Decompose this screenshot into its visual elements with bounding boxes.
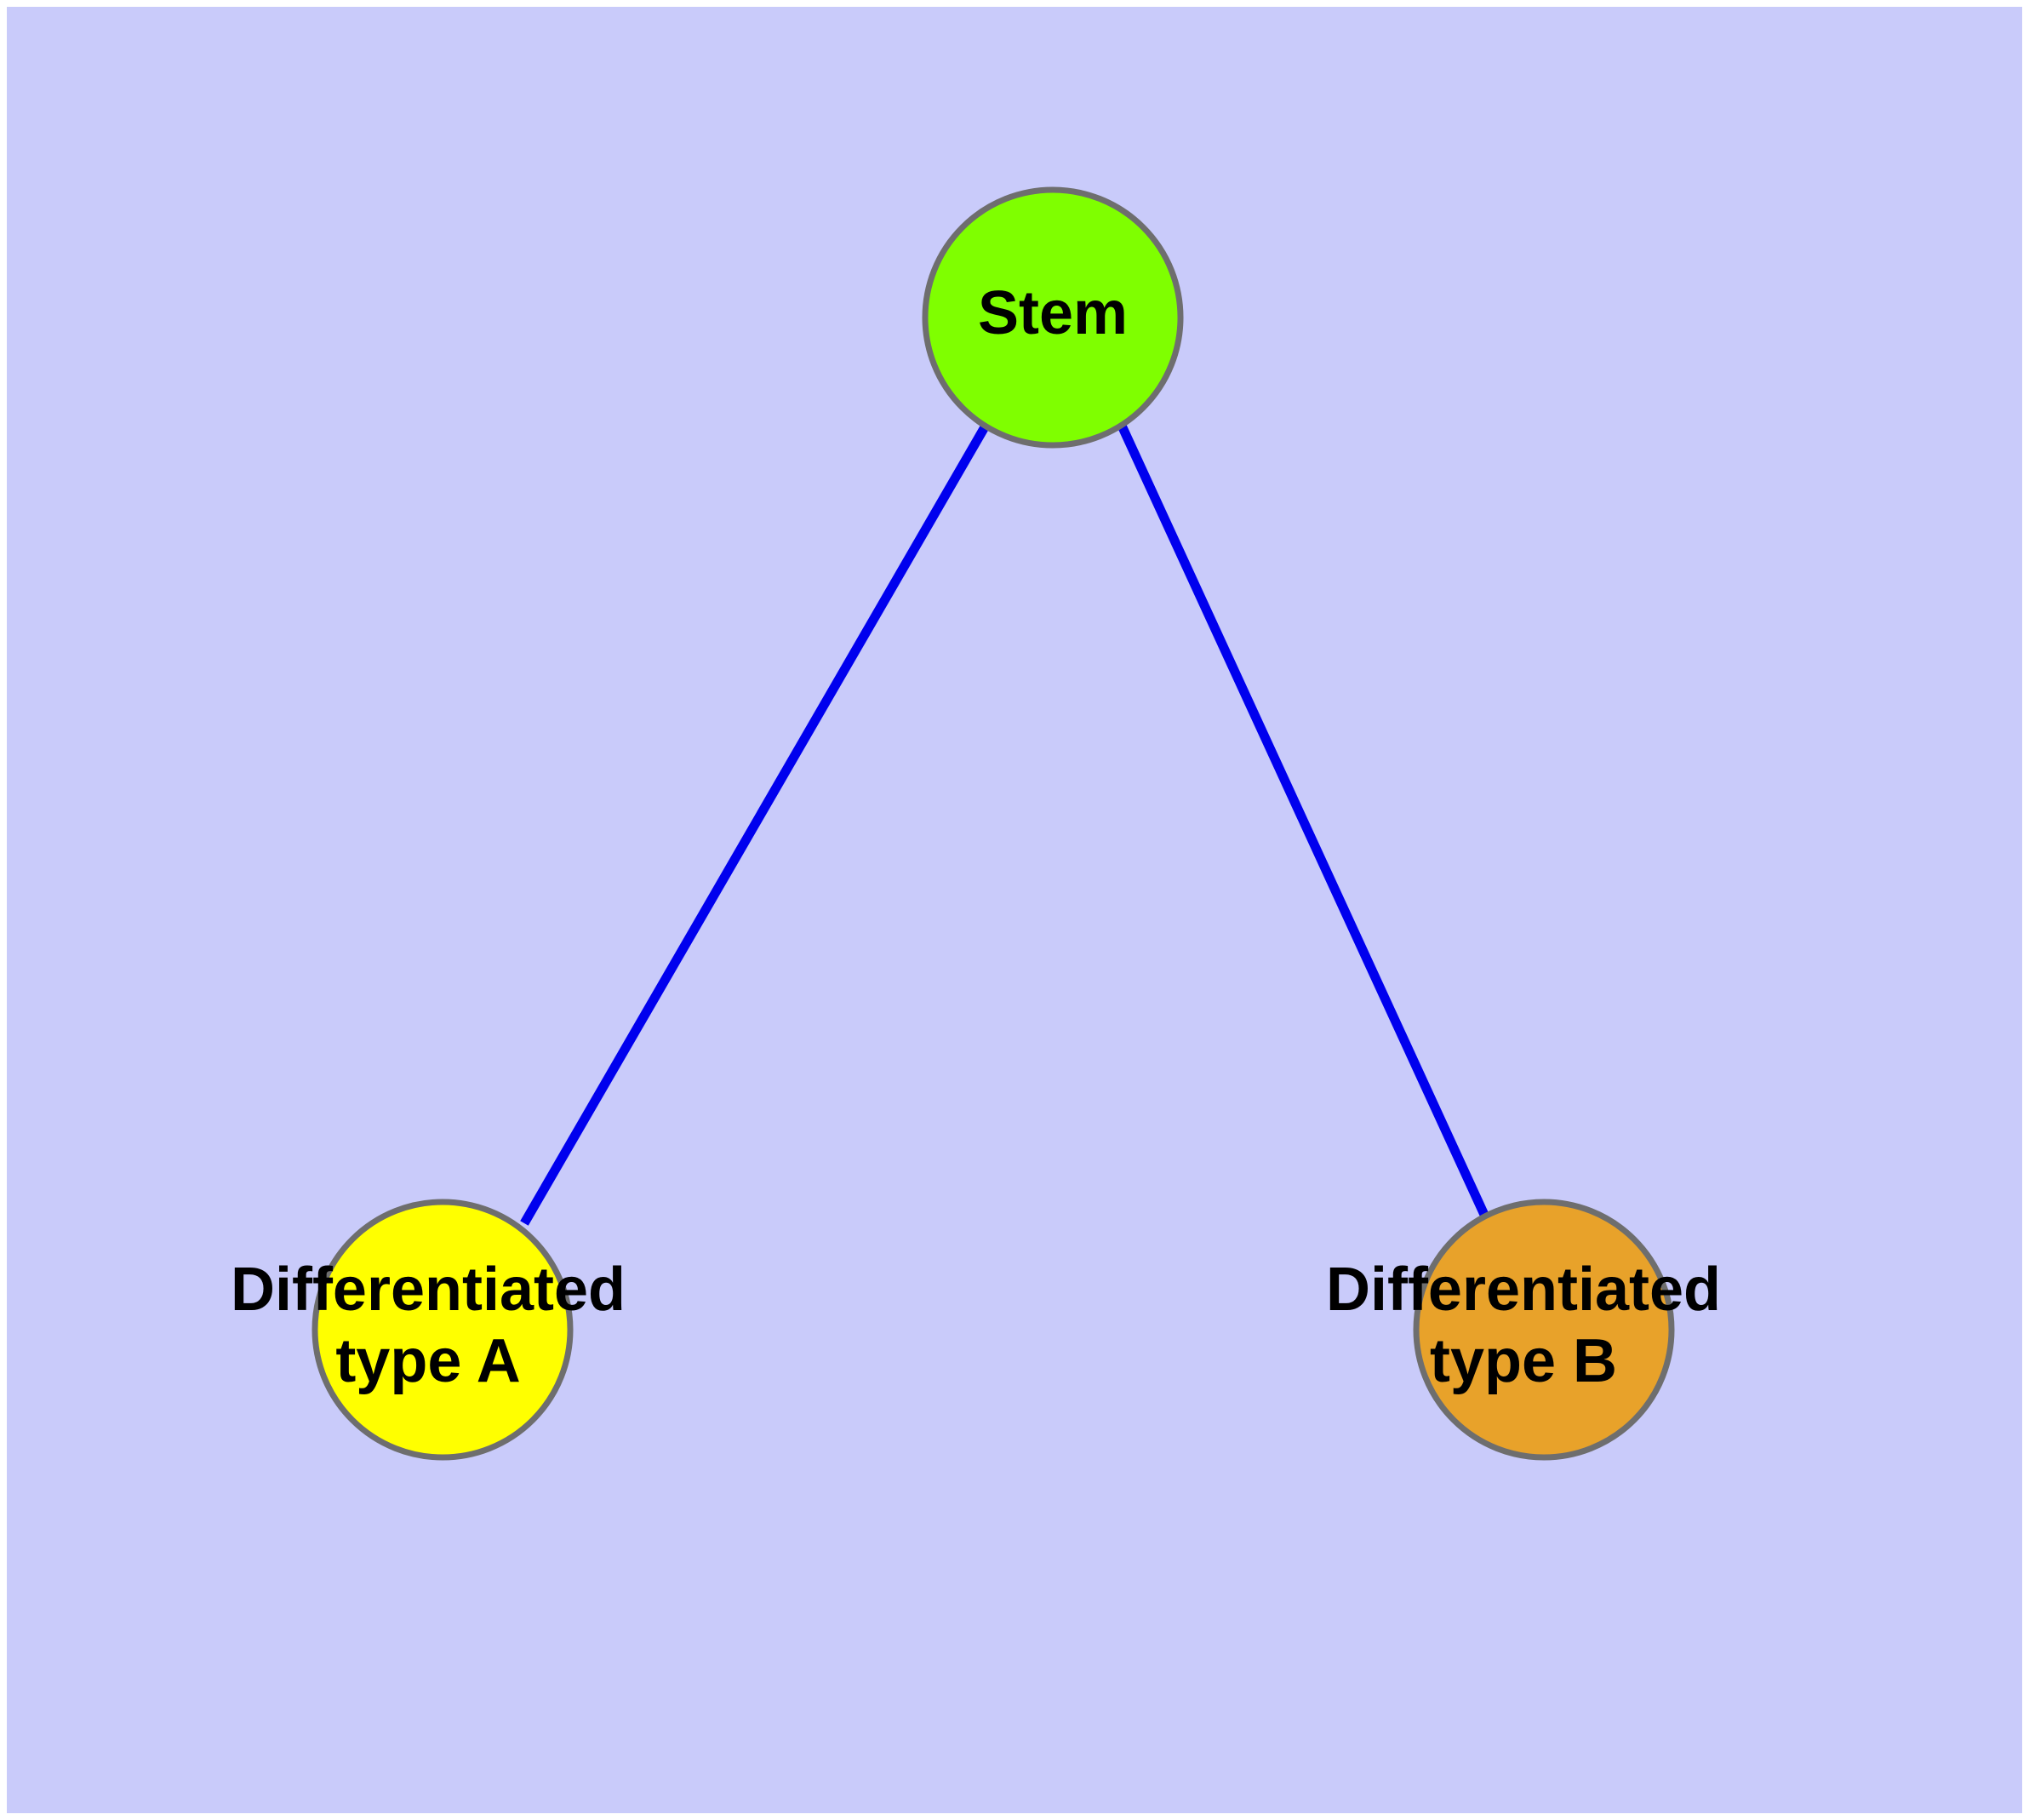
graph-node-label-line: Stem (978, 279, 1128, 347)
graph-node-stem[interactable] (922, 186, 1184, 449)
graph-node-label-line: Differentiated (1326, 1256, 1721, 1324)
graph-node-label-stem: Stem (978, 279, 1128, 347)
graph-edge (520, 423, 990, 1226)
edges-layer (520, 423, 1494, 1228)
graph-node-diff_b[interactable] (1413, 1199, 1675, 1461)
graph-node-label-line: Differentiated (231, 1256, 626, 1324)
graph-node-label-line: type B (1430, 1327, 1617, 1395)
graph-node-label-line: type A (335, 1327, 520, 1395)
nodes-layer (311, 186, 1675, 1461)
graph-node-diff_a[interactable] (311, 1199, 574, 1461)
graph-edge (1117, 423, 1494, 1228)
